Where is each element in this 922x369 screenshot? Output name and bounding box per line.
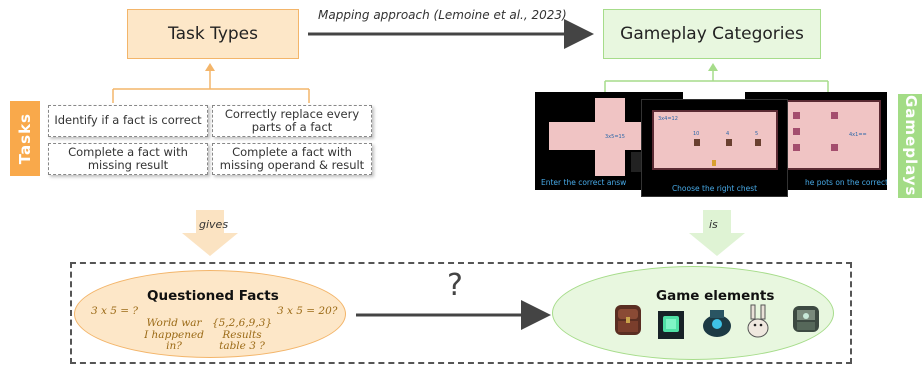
fact-item: {5,2,6,9,3} Results table 3 ? — [211, 317, 273, 353]
questioned-facts-title: Questioned Facts — [147, 288, 279, 304]
rabbit-icon — [747, 304, 769, 338]
is-label: is — [709, 218, 718, 231]
gameplay-categories-box: Gameplay Categories — [603, 9, 821, 59]
fact-item: 3 x 5 = 20? — [277, 305, 338, 317]
gameplays-tab: Gameplays — [898, 94, 922, 198]
question-mark: ? — [447, 268, 463, 303]
gameplay-arrowhead — [708, 63, 718, 71]
fact-item: World war I happened in? — [144, 317, 204, 353]
golem-icon — [793, 306, 819, 332]
bottom-frame — [70, 262, 852, 364]
questioned-facts-ellipse — [74, 270, 346, 358]
task-cell-missing-result: Complete a fact with missing result — [48, 143, 208, 175]
shot-caption: Enter the correct answ — [541, 178, 627, 187]
task-cell-identify: Identify if a fact is correct — [48, 105, 208, 137]
mapping-label: Mapping approach (Lemoine et al., 2023) — [318, 8, 567, 22]
gives-arrow — [182, 210, 238, 256]
tasks-tab: Tasks — [10, 101, 40, 176]
is-arrow — [689, 210, 745, 256]
task-types-box: Task Types — [127, 9, 299, 59]
task-cell-replace: Correctly replace every parts of a fact — [212, 105, 372, 137]
task-cell-missing-operand: Complete a fact with missing operand & r… — [212, 143, 372, 175]
game-elements-ellipse — [552, 266, 834, 360]
chest-icon — [615, 305, 641, 335]
gameplay-screenshot-2: 3x4=12 10 4 5 Choose the right chest — [641, 99, 788, 197]
pot-icon — [703, 310, 731, 337]
tile-icon — [658, 311, 684, 339]
shot-caption: he pots on the correct tile — [805, 178, 887, 187]
task-types-arrowhead — [205, 63, 215, 71]
fact-item: 3 x 5 = ? — [91, 305, 139, 317]
game-elements-title: Game elements — [656, 288, 775, 304]
shot-caption: Choose the right chest — [671, 184, 758, 193]
gives-label: gives — [199, 218, 229, 231]
